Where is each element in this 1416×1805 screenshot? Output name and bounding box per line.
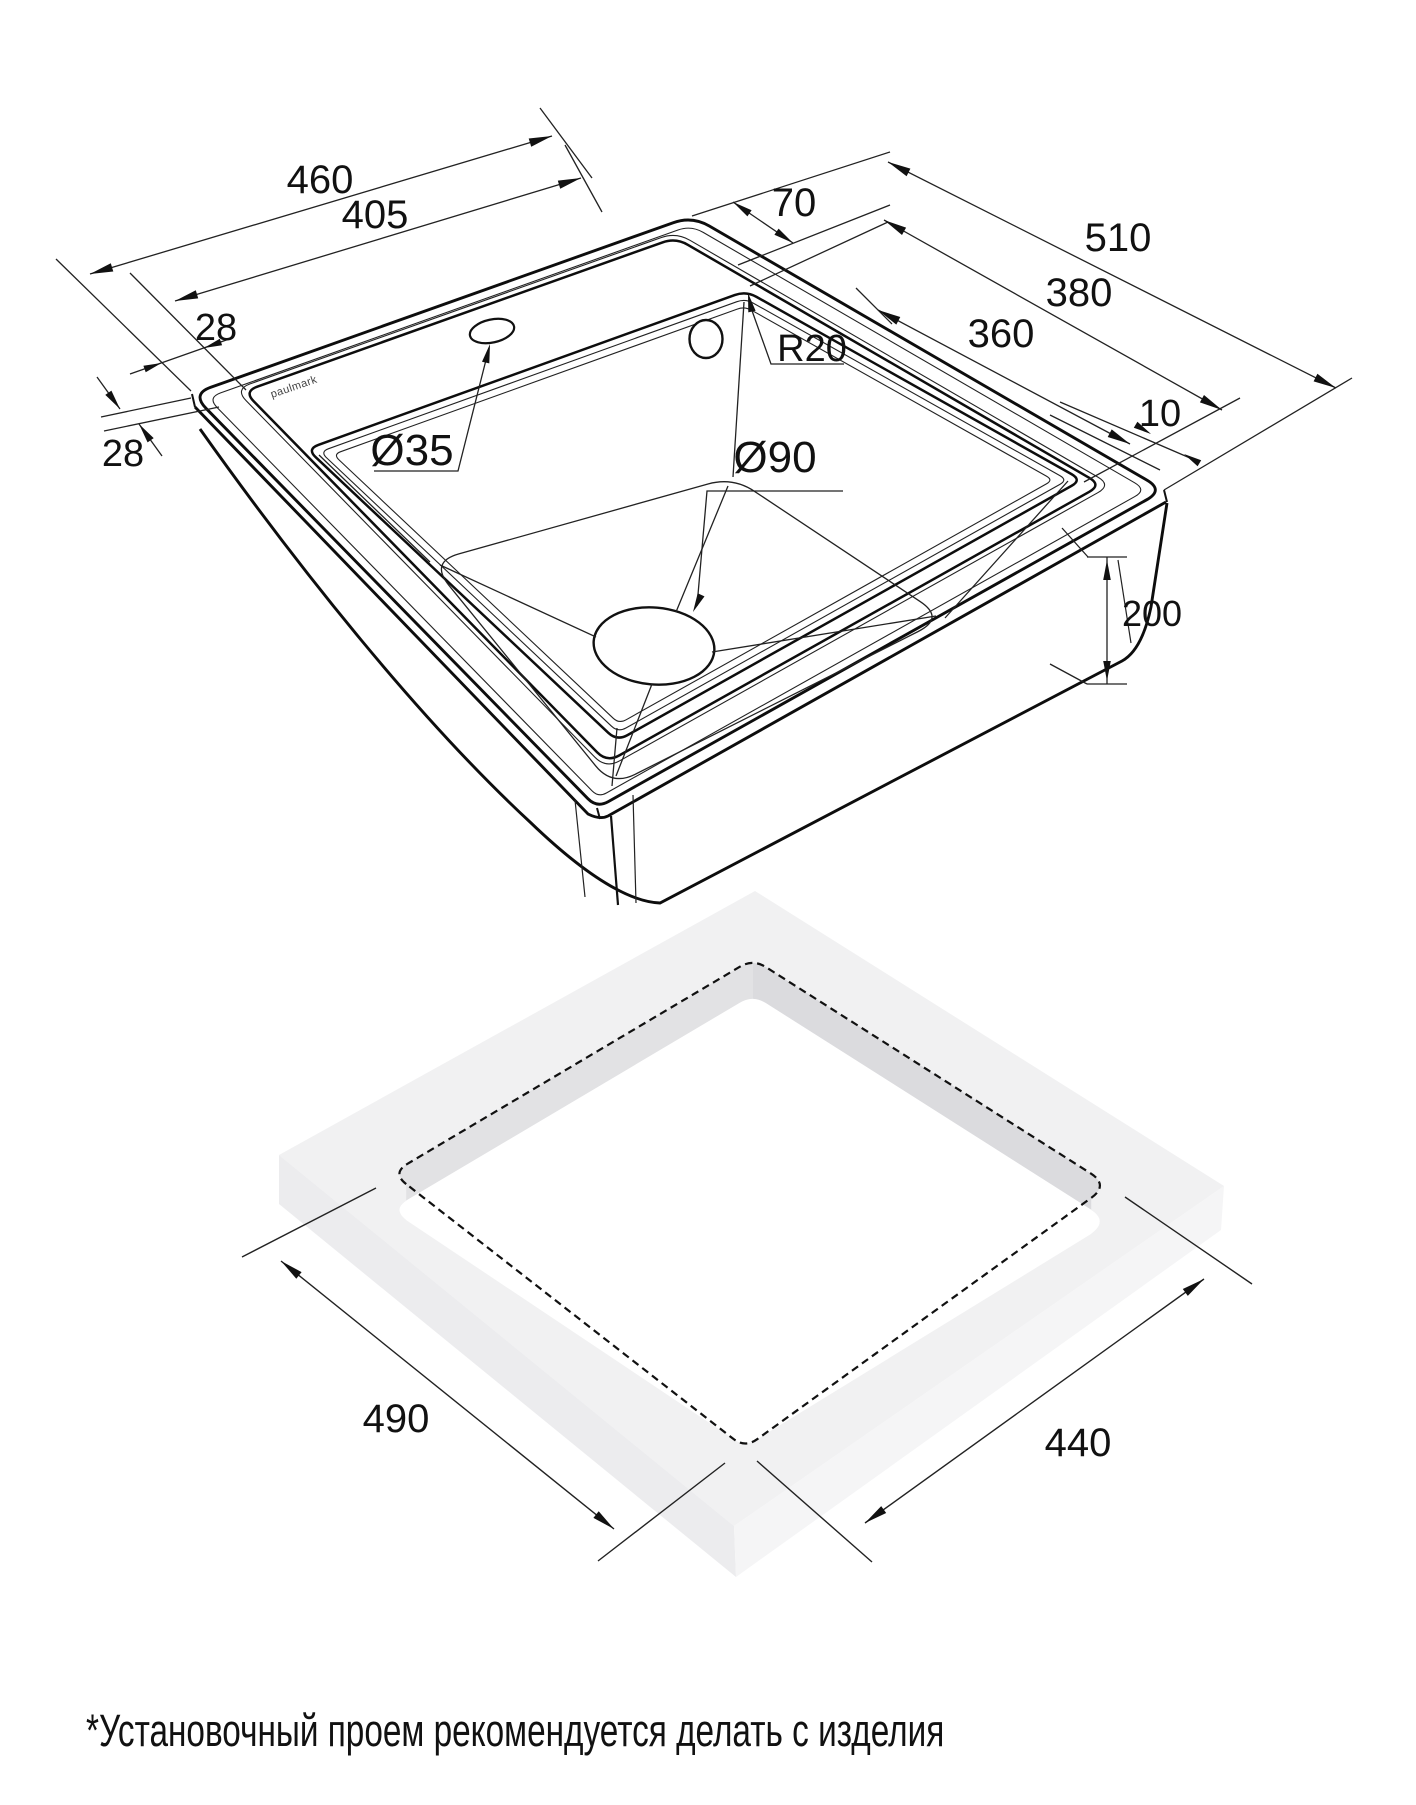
svg-text:405: 405 — [342, 193, 409, 237]
svg-text:70: 70 — [772, 181, 817, 225]
svg-text:Ø35: Ø35 — [370, 426, 453, 475]
svg-text:510: 510 — [1085, 216, 1152, 260]
svg-text:R20: R20 — [777, 328, 847, 370]
svg-text:28: 28 — [195, 307, 237, 349]
svg-text:460: 460 — [287, 158, 354, 202]
svg-text:200: 200 — [1122, 593, 1182, 634]
svg-text:380: 380 — [1046, 271, 1113, 315]
svg-text:440: 440 — [1045, 1421, 1112, 1465]
svg-text:10: 10 — [1139, 393, 1181, 435]
svg-text:490: 490 — [363, 1397, 430, 1441]
svg-text:28: 28 — [102, 433, 144, 475]
svg-text:Ø90: Ø90 — [733, 433, 816, 482]
svg-text:360: 360 — [968, 312, 1035, 356]
svg-text:*Установочный проем рекомендуе: *Установочный проем рекомендуется делать… — [86, 1706, 944, 1756]
